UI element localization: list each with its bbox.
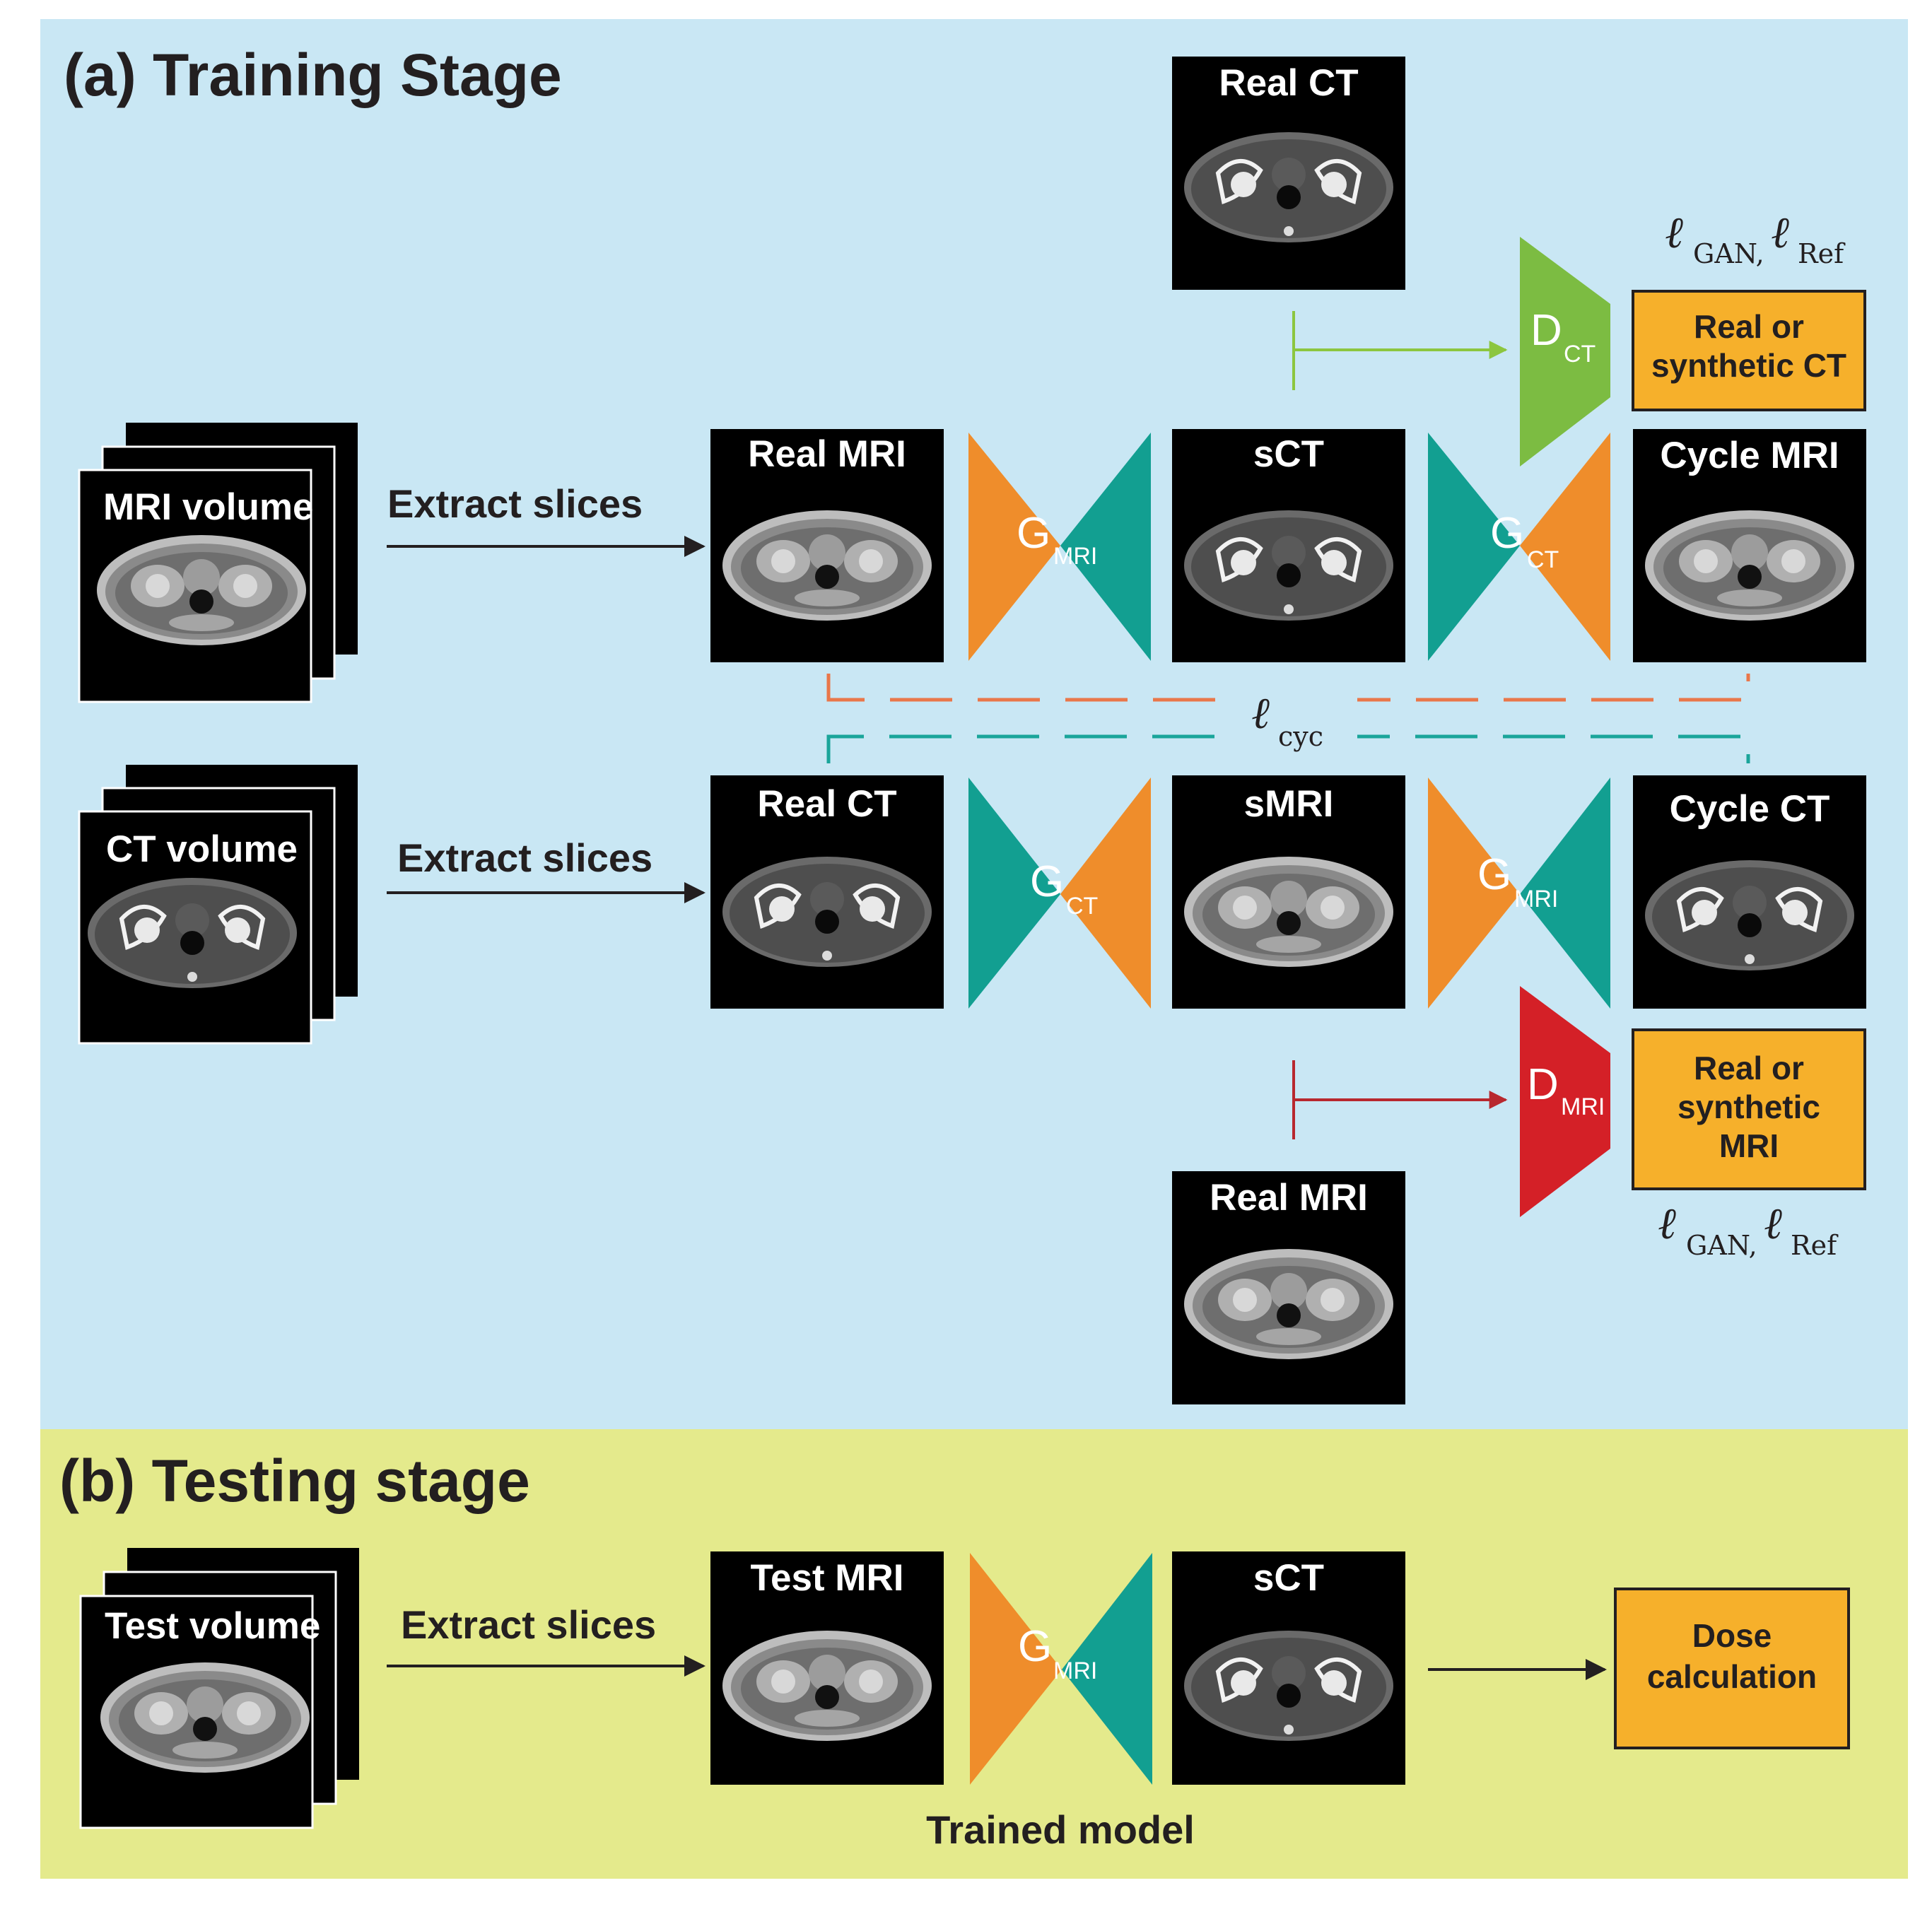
test-volume-stack: Test volume [79,1548,359,1829]
d-ct-input-arrow [1292,311,1508,390]
d-mri-input-arrow [1292,1060,1508,1139]
trained-model-label: Trained model [926,1807,1195,1852]
top-real-ct-label: Real CT [1219,62,1358,104]
real-ct-label: Real CT [757,783,896,825]
real-ct-tile: Real CT [710,775,944,1009]
test-mri-tile: Test MRI [710,1551,944,1785]
test-sct-label: sCT [1253,1557,1324,1599]
svg-text:ℓ: ℓ [1764,1197,1782,1249]
trained-generator-mri: G MRI [970,1553,1152,1785]
test-volume-label: Test volume [105,1605,320,1647]
svg-text:GAN,: GAN, [1686,1230,1757,1261]
svg-text:CT: CT [1066,893,1098,920]
bottom-real-mri-tile: Real MRI [1172,1171,1405,1404]
generator-ct-1: G CT [1428,433,1610,661]
real-or-synthetic-ct-box: Real or synthetic CT [1632,290,1866,411]
test-sct-tile: sCT [1172,1551,1405,1785]
svg-text:G: G [1477,850,1511,899]
test-volume-slice-image [100,1662,310,1773]
real-mri-label: Real MRI [748,433,906,475]
loss-gan-ref-bottom: ℓ GAN, ℓ Ref [1658,1197,1839,1261]
svg-text:D: D [1527,1060,1559,1109]
mri-volume-label: MRI volume [103,486,313,528]
svg-text:ℓ: ℓ [1658,1197,1676,1249]
cycle-mri-label: Cycle MRI [1660,435,1839,476]
svg-text:Dose: Dose [1692,1617,1772,1654]
test-mri-label: Test MRI [751,1557,904,1599]
svg-text:MRI: MRI [1514,886,1558,913]
real-mri-tile: Real MRI [710,429,944,662]
discriminator-mri: D MRI [1520,986,1610,1217]
svg-text:CT: CT [1564,341,1596,368]
generator-mri-1: G MRI [968,433,1151,661]
extract-slices-label-mri: Extract slices [387,481,643,526]
svg-text:MRI: MRI [1561,1093,1605,1120]
svg-text:MRI: MRI [1719,1127,1779,1164]
real-or-synthetic-mri-box: Real or synthetic MRI [1632,1028,1866,1190]
smri-tile: sMRI [1172,775,1405,1009]
mri-volume-stack: MRI volume [78,423,358,703]
sct-tile: sCT [1172,429,1405,662]
training-panel [40,19,1908,1429]
svg-text:G: G [1017,509,1050,558]
ct-volume-slice-image [88,878,297,988]
svg-text:D: D [1530,306,1562,355]
generator-mri-2: G MRI [1428,778,1610,1009]
svg-text:G: G [1018,1622,1052,1671]
cycle-ct-label: Cycle CT [1670,788,1830,830]
svg-text:synthetic CT: synthetic CT [1651,347,1846,384]
cycle-loss-label-bg [1230,689,1357,749]
svg-text:Ref: Ref [1798,238,1846,269]
svg-text:ℓ: ℓ [1251,687,1270,739]
svg-text:cyc: cyc [1278,721,1323,752]
svg-text:G: G [1030,857,1064,906]
smri-label: sMRI [1244,783,1334,825]
cycle-mri-tile: Cycle MRI [1633,429,1866,662]
svg-text:CT: CT [1527,546,1559,573]
testing-title: (b) Testing stage [59,1448,530,1514]
svg-text:MRI: MRI [1053,1657,1097,1684]
extract-slices-label-ct: Extract slices [397,835,652,880]
svg-text:GAN,: GAN, [1693,238,1764,269]
loss-cyc: ℓ cyc [1251,687,1323,752]
ct-volume-label: CT volume [106,828,298,870]
svg-text:Ref: Ref [1791,1230,1839,1261]
svg-text:ℓ: ℓ [1665,206,1683,258]
svg-text:ℓ: ℓ [1771,206,1789,258]
discriminator-ct: D CT [1520,237,1610,467]
svg-text:MRI: MRI [1053,543,1097,570]
generator-ct-2: G CT [968,778,1151,1009]
svg-text:calculation: calculation [1647,1658,1817,1695]
svg-text:synthetic: synthetic [1678,1089,1820,1125]
ct-volume-stack: CT volume [78,765,358,1045]
loss-gan-ref-top: ℓ GAN, ℓ Ref [1665,206,1846,269]
svg-text:G: G [1490,509,1524,558]
cycle-ct-tile: Cycle CT [1633,775,1866,1009]
sct-label: sCT [1253,433,1324,475]
bottom-real-mri-label: Real MRI [1210,1177,1368,1219]
dose-calculation-box: Dose calculation [1614,1588,1850,1749]
svg-text:Real or: Real or [1694,308,1804,345]
svg-text:Real or: Real or [1694,1050,1804,1086]
top-real-ct-tile: Real CT [1172,57,1405,290]
extract-slices-label-test: Extract slices [401,1602,656,1647]
mri-volume-slice-image [97,535,306,645]
training-title: (a) Training Stage [64,42,562,108]
